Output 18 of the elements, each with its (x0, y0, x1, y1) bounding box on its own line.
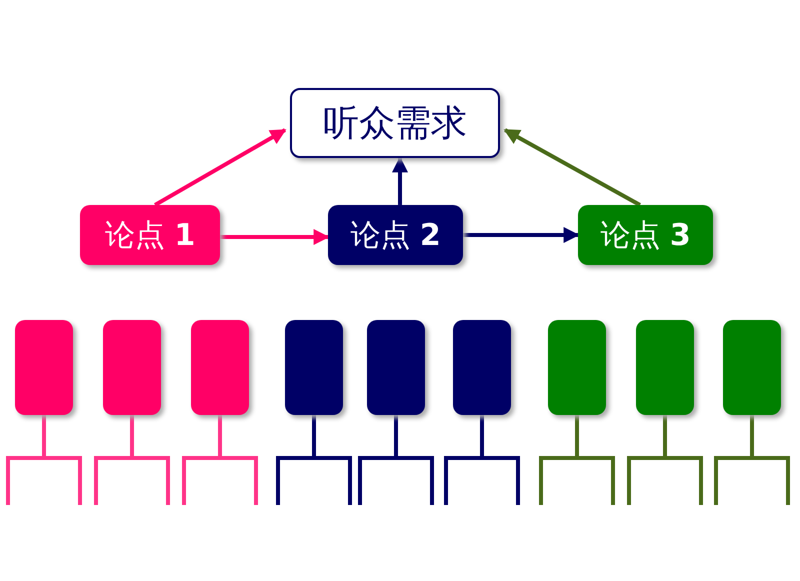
arrow (220, 229, 330, 245)
sub-point-box (548, 320, 606, 415)
sub-point-box (15, 320, 73, 415)
goal-box: 听众需求 (290, 88, 500, 158)
sub-point-box (723, 320, 781, 415)
point-box: 论点 1 (80, 205, 220, 265)
point-box: 论点 2 (328, 205, 463, 265)
point-box: 论点 3 (578, 205, 713, 265)
arrow (463, 227, 580, 243)
sub-point-box (103, 320, 161, 415)
arrow (504, 128, 641, 207)
sub-point-box (636, 320, 694, 415)
sub-point-box (285, 320, 343, 415)
sub-point-box (367, 320, 425, 415)
arrow (154, 128, 286, 207)
sub-point-box (453, 320, 511, 415)
sub-point-box (191, 320, 249, 415)
arrow (392, 156, 408, 205)
